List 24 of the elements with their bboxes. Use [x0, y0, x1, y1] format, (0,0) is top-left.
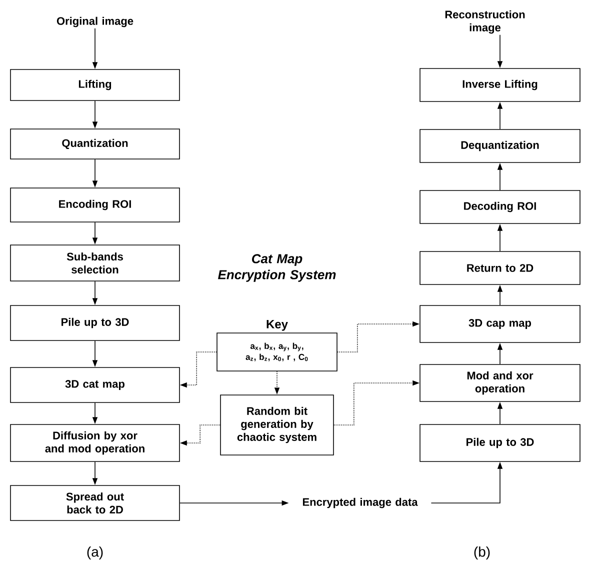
process-box: Mod and xor operation [420, 364, 580, 402]
process-box: Encoding ROI [10, 188, 180, 222]
process-box: Pile up to 3D [420, 424, 580, 462]
process-box: Diffusion by xor and mod operation [10, 424, 180, 462]
process-box: Return to 2D [420, 251, 580, 285]
panel-label: (a) [87, 546, 103, 560]
image-label: Encrypted image data [302, 498, 418, 508]
system-title: Cat Map Encryption System [218, 254, 336, 282]
image-label: Reconstruction image [445, 10, 525, 34]
panel-label: (b) [474, 546, 490, 560]
process-box: Lifting [10, 69, 180, 101]
process-box: Inverse Lifting [420, 68, 580, 102]
process-box: Spread out back to 2D [10, 485, 180, 521]
process-box: Decoding ROI [420, 190, 580, 224]
process-box: Quantization [10, 128, 180, 160]
process-box: Sub-bands selection [10, 244, 180, 282]
box-heading: Key [266, 320, 288, 331]
process-box: Random bit generation by chaotic system [220, 394, 334, 456]
process-box: a$_{x}$, b$_{x}$, a$_{y}$, b$_{y}$, a$_{z}$, b$_{z}$, x$_{0}$, r , C$_{0}$ [216, 332, 338, 372]
image-label: Original image [56, 16, 134, 28]
process-box: Pile up to 3D [10, 305, 180, 341]
process-box: 3D cap map [420, 305, 580, 343]
process-box: 3D cat map [10, 367, 180, 403]
process-box: Dequantization [420, 129, 580, 163]
